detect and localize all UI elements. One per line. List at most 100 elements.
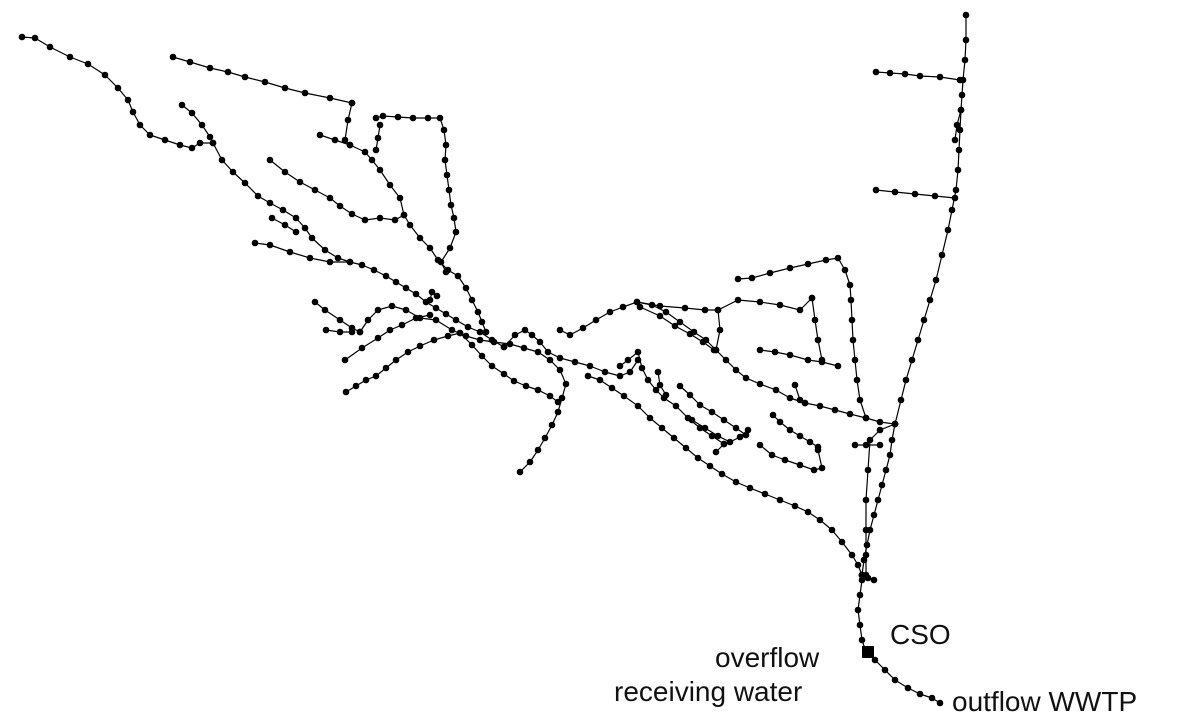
manhole-node (206, 64, 214, 72)
manhole-node (251, 239, 259, 247)
manhole-node (688, 416, 696, 424)
manhole-node (858, 571, 866, 579)
manhole-node (348, 99, 356, 107)
manhole-node (856, 621, 864, 629)
manhole-node (146, 131, 154, 139)
manhole-node (356, 328, 364, 336)
manhole-node (136, 121, 144, 129)
manhole-node (606, 308, 614, 316)
manhole-node (198, 121, 206, 129)
manhole-node (720, 440, 728, 448)
manhole-node (124, 96, 132, 104)
manhole-node (402, 284, 410, 292)
manhole-node (769, 411, 777, 419)
manhole-node (84, 60, 92, 68)
manhole-node (928, 694, 936, 702)
manhole-node (176, 141, 184, 149)
manhole-node (742, 374, 750, 382)
manhole-node (528, 331, 536, 339)
manhole-node (241, 179, 249, 187)
manhole-node (931, 192, 939, 200)
manhole-node (169, 53, 177, 61)
manhole-node (224, 68, 232, 76)
manhole-node (426, 311, 434, 319)
manhole-node (701, 424, 709, 432)
manhole-node (634, 402, 642, 410)
manhole-node (791, 381, 799, 389)
manhole-node (441, 156, 449, 164)
manhole-node (712, 346, 720, 354)
manhole-node (662, 391, 670, 399)
manhole-node (474, 308, 482, 316)
manhole-node (516, 468, 524, 476)
manhole-node (957, 106, 965, 114)
manhole-node (346, 258, 354, 266)
manhole-node (916, 690, 924, 698)
manhole-node (266, 199, 274, 207)
manhole-node (801, 399, 809, 407)
manhole-node (952, 186, 960, 194)
manhole-node (634, 356, 642, 364)
manhole-node (301, 89, 309, 97)
manhole-node (732, 424, 740, 432)
manhole-node (336, 328, 344, 336)
manhole-node (341, 356, 349, 364)
manhole-node (699, 338, 707, 346)
manhole-node (476, 336, 484, 344)
manhole-node (706, 462, 714, 470)
manhole-node (608, 384, 616, 392)
manhole-node (548, 421, 556, 429)
manhole-node (412, 290, 420, 298)
manhole-node (761, 490, 769, 498)
manhole-node (914, 336, 922, 344)
manhole-node (46, 43, 54, 51)
manhole-node (862, 496, 870, 504)
manhole-node (916, 72, 924, 80)
manhole-node (372, 146, 380, 154)
manhole-node (488, 362, 496, 370)
manhole-node (442, 310, 450, 318)
pipe-segment (269, 159, 405, 221)
manhole-node (638, 364, 646, 372)
manhole-node (566, 331, 574, 339)
manhole-node (426, 296, 434, 304)
manhole-node (786, 426, 794, 434)
manhole-node (311, 186, 319, 194)
manhole-node (382, 272, 390, 280)
manhole-node (446, 244, 454, 252)
manhole-node (374, 306, 382, 314)
manhole-node (872, 186, 880, 194)
manhole-node (218, 156, 226, 164)
manhole-node (452, 316, 460, 324)
manhole-node (955, 146, 963, 154)
manhole-node (526, 458, 534, 466)
manhole-node (326, 258, 334, 266)
pipe-segment (21, 36, 214, 149)
manhole-node (358, 261, 366, 269)
manhole-node (398, 321, 406, 329)
manhole-node (686, 330, 694, 338)
manhole-node (926, 296, 934, 304)
manhole-node (292, 214, 300, 222)
manhole-node (936, 699, 944, 707)
manhole-node (708, 408, 716, 416)
pipe-segment (759, 349, 839, 367)
manhole-node (804, 508, 812, 516)
manhole-node (878, 481, 886, 489)
manhole-node (886, 451, 894, 459)
manhole-node (796, 432, 804, 440)
manhole-node (66, 53, 74, 61)
manhole-node (346, 141, 354, 149)
manhole-node (911, 190, 919, 198)
manhole-node (962, 11, 970, 19)
manhole-node (811, 316, 819, 324)
manhole-node (656, 381, 664, 389)
manhole-node (444, 332, 452, 340)
manhole-node (442, 141, 450, 149)
manhole-node (541, 434, 549, 442)
manhole-node (391, 216, 399, 224)
manhole-node (386, 181, 394, 189)
manhole-node (311, 298, 319, 306)
manhole-node (849, 336, 857, 344)
manhole-node (464, 323, 472, 331)
